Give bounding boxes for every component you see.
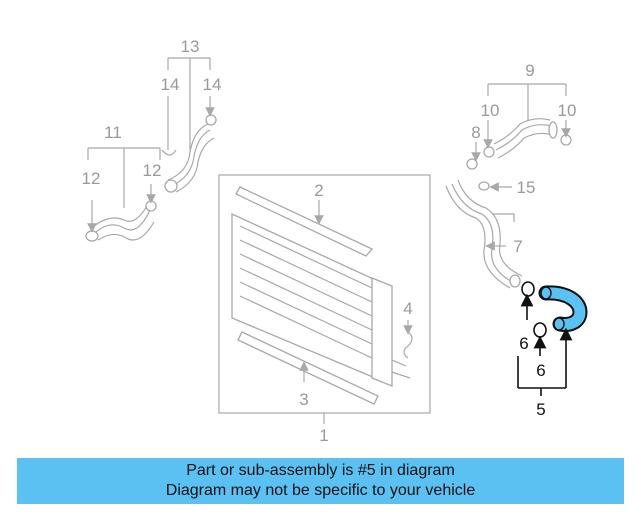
callout-9: 9 (525, 61, 534, 80)
left-upper-pipe (164, 114, 217, 193)
callout-3: 3 (299, 390, 308, 409)
seal-ring-upper (521, 281, 535, 297)
callout-7: 7 (513, 237, 522, 256)
callout-14b: 14 (203, 75, 222, 94)
callout-14a: 14 (161, 75, 180, 94)
banner-line-1: Part or sub-assembly is #5 in diagram (186, 462, 455, 479)
left-lower-hose (85, 200, 157, 242)
callout-1: 1 (319, 426, 328, 445)
callout-10a: 10 (481, 101, 500, 120)
banner-line-2: Diagram may not be specific to your vehi… (165, 482, 476, 499)
right-upper-hose (483, 118, 572, 159)
hose-body-highlight (540, 287, 586, 330)
callout-15: 15 (517, 178, 536, 197)
callout-12b: 12 (143, 161, 162, 180)
info-banner: Part or sub-assembly is #5 in diagram Di… (17, 458, 624, 504)
callout-6b: 6 (536, 361, 545, 380)
callout-5: 5 (536, 400, 545, 419)
callout-10b: 10 (558, 101, 577, 120)
side-tank (371, 277, 393, 387)
hose-end-lower (553, 317, 565, 331)
callout-11: 11 (104, 123, 122, 142)
radiator-assembly (218, 174, 431, 414)
clip (403, 331, 413, 359)
parts-diagram: 2 3 4 1 11 12 12 13 14 14 9 10 10 (82, 37, 588, 445)
highlighted-hose-part-5 (538, 285, 588, 332)
right-middle-pipe (445, 158, 523, 289)
radiator-core (231, 212, 381, 381)
callout-4: 4 (403, 299, 412, 318)
callout-13: 13 (181, 37, 200, 56)
callout-6a: 6 (519, 334, 528, 353)
callout-2: 2 (314, 181, 323, 200)
top-strip (235, 186, 374, 257)
callout-8: 8 (471, 123, 480, 142)
callout-12a: 12 (82, 169, 101, 188)
seal-ring-lower (533, 322, 547, 338)
hose-end-upper (540, 286, 552, 300)
